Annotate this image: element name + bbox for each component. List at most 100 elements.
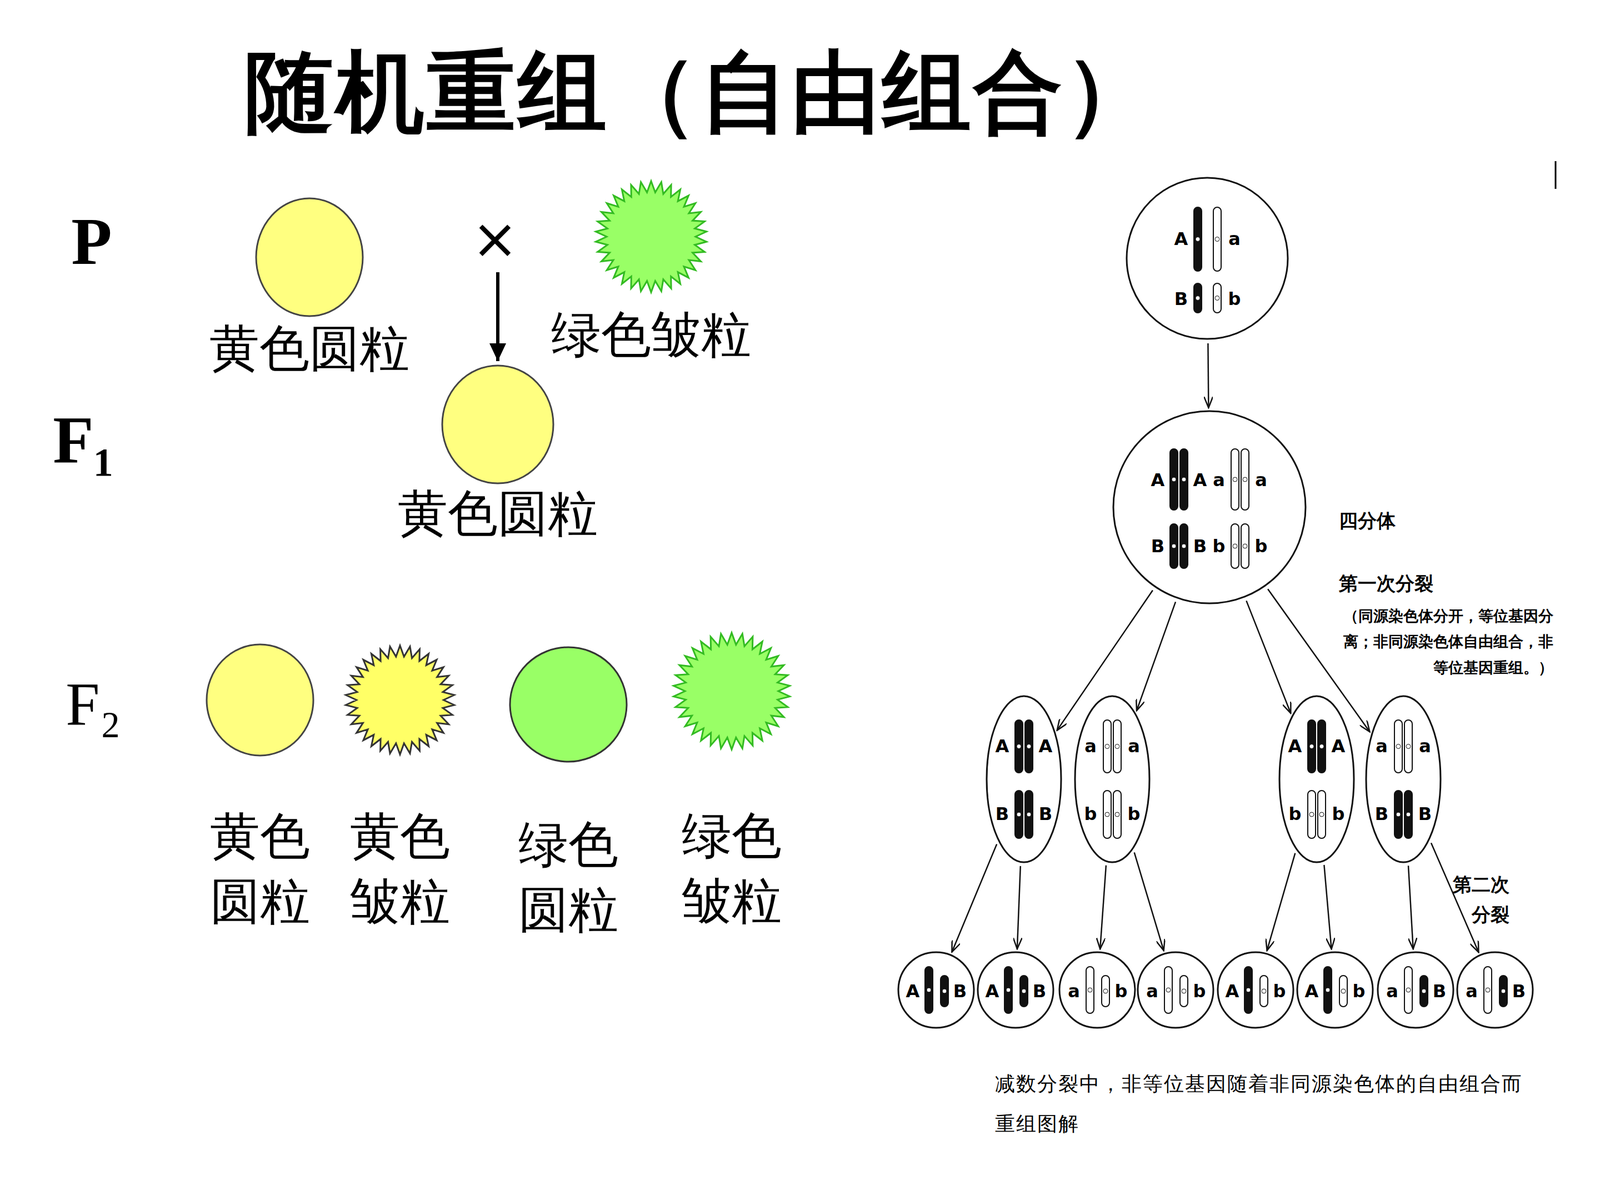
gamete-cell: aB xyxy=(1376,951,1455,1029)
centromere xyxy=(926,987,932,993)
cell-membrane xyxy=(1059,952,1135,1028)
cell-shape xyxy=(1073,695,1151,864)
pea-label: 黄色皱粒 xyxy=(347,803,452,934)
gamete-cell: Ab xyxy=(1216,951,1295,1029)
gamete-cell: AB xyxy=(897,951,975,1029)
generation-label: F₁ xyxy=(52,407,114,474)
gene-letter: B xyxy=(1151,537,1165,555)
cell-membrane xyxy=(1075,696,1150,863)
pea-outline xyxy=(673,632,790,750)
centromere xyxy=(1166,987,1171,993)
pea-outline xyxy=(206,644,314,756)
centromere xyxy=(1421,988,1427,994)
cell-membrane xyxy=(1279,696,1354,863)
chromatid xyxy=(1420,975,1428,1007)
chromatid xyxy=(1103,790,1112,839)
chromatid xyxy=(1260,975,1268,1007)
chromatid xyxy=(1193,283,1202,313)
chromatid xyxy=(1180,523,1188,569)
centromere xyxy=(1242,477,1248,482)
pea-shape xyxy=(593,178,709,295)
round-pea: 黄色圆粒 xyxy=(440,363,556,486)
gene-letter: B xyxy=(1432,982,1447,1000)
division-arrow xyxy=(1100,865,1107,950)
gamete-cell: Ab xyxy=(1296,951,1374,1029)
chromatid xyxy=(1404,720,1413,773)
division-arrow xyxy=(1246,600,1291,713)
chromatid xyxy=(1317,790,1326,839)
chromatid xyxy=(1113,790,1122,839)
gene-letter: b xyxy=(1127,805,1141,823)
gene-letter: B xyxy=(1193,537,1207,555)
chromatid xyxy=(1103,720,1112,773)
pea-shape xyxy=(671,630,793,752)
gene-letter: a xyxy=(1386,982,1399,1000)
cell-shape xyxy=(1125,176,1289,340)
chromatid xyxy=(1499,975,1508,1007)
cell-membrane xyxy=(1217,952,1294,1028)
gene-letter: b xyxy=(1288,805,1302,823)
gamete-cell: aB xyxy=(1456,951,1534,1029)
centromere xyxy=(1319,743,1324,749)
gene-letter: B xyxy=(1032,982,1047,1000)
chromatid xyxy=(1170,448,1178,510)
gene-letter: a xyxy=(1067,982,1080,1000)
centromere xyxy=(1341,988,1346,994)
daughter-cell: aaBB xyxy=(1365,695,1442,864)
round-pea: 绿色圆粒 xyxy=(507,645,629,764)
centromere xyxy=(1396,812,1401,817)
centromere xyxy=(1171,477,1177,482)
pea-label: 黄色圆粒 xyxy=(209,319,410,378)
centromere xyxy=(1115,812,1120,817)
chromatid xyxy=(1483,966,1492,1014)
chromatid xyxy=(1025,790,1033,839)
chromatid xyxy=(1180,448,1188,510)
gene-letter: B xyxy=(1418,805,1432,823)
division-arrow xyxy=(1136,601,1176,711)
gamete-cell: ab xyxy=(1136,951,1215,1029)
centromere xyxy=(1195,237,1200,242)
centromere xyxy=(1242,543,1248,549)
cell-membrane xyxy=(1137,952,1214,1028)
pea-outline xyxy=(510,647,627,762)
cross-arrow xyxy=(496,272,500,362)
gene-letter: A xyxy=(1193,471,1208,489)
centromere xyxy=(1232,477,1238,482)
pea-label: 黄色圆粒 xyxy=(207,803,312,934)
chromatid xyxy=(1307,720,1316,773)
gene-letter: a xyxy=(1375,737,1388,755)
gene-letter: b xyxy=(1084,805,1098,823)
daughter-cell: aabb xyxy=(1073,695,1151,864)
gene-letter: b xyxy=(1115,982,1128,1000)
centromere xyxy=(1485,987,1490,993)
centromere xyxy=(1016,812,1022,817)
division-arrow xyxy=(1323,865,1332,950)
cell-shape xyxy=(1365,695,1442,864)
cell: AAaaBBbb xyxy=(1112,410,1307,605)
chromatid xyxy=(1193,207,1202,272)
division-arrow xyxy=(1431,842,1479,953)
daughter-cell: AABB xyxy=(985,695,1063,864)
chromatid xyxy=(1164,966,1173,1014)
chromatid xyxy=(1170,523,1178,569)
centromere xyxy=(1261,988,1267,994)
centromere xyxy=(1105,812,1110,817)
stage-label: 第一次分裂 xyxy=(1338,571,1434,597)
gene-letter: A xyxy=(906,982,920,1000)
cell-shape xyxy=(1278,695,1355,864)
gene-letter: B xyxy=(1375,805,1389,823)
daughter-cell: AAbb xyxy=(1278,695,1355,864)
caption: 减数分裂中，非等位基因随着非同源染色体的自由组合而重组图解 xyxy=(995,1063,1540,1144)
cell-membrane xyxy=(1366,696,1441,863)
pea-label: 绿色圆粒 xyxy=(516,811,620,942)
gene-letter: a xyxy=(1465,982,1478,1000)
gene-letter: B xyxy=(953,982,967,1000)
pea-shape xyxy=(440,363,556,486)
generation-label: P xyxy=(71,208,112,275)
centromere xyxy=(1319,812,1324,817)
pea-outline xyxy=(442,365,554,484)
centromere xyxy=(1232,543,1238,549)
gene-letter: A xyxy=(995,737,1010,755)
gene-letter: b xyxy=(1352,982,1366,1000)
